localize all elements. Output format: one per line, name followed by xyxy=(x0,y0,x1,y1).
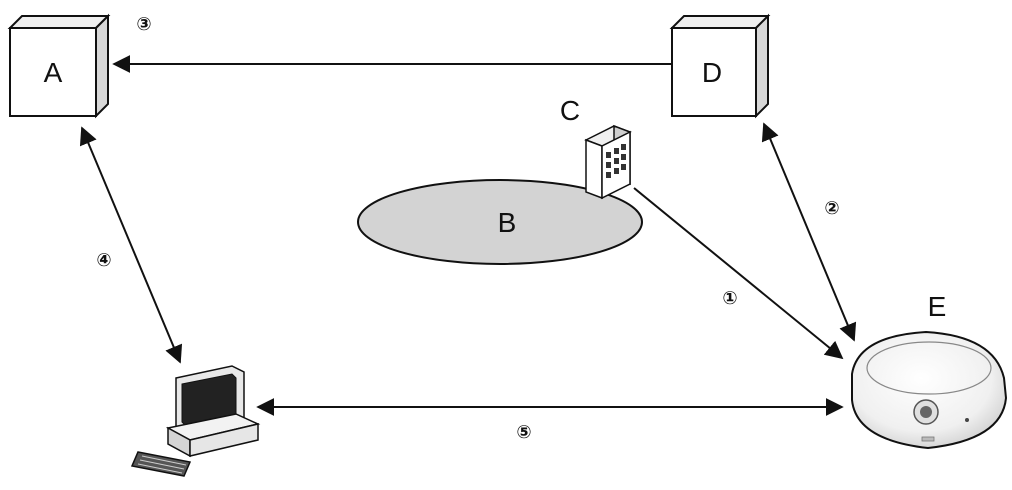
step-label-1: ① xyxy=(722,288,737,308)
label-e: E xyxy=(928,291,947,322)
dome-camera-icon: E xyxy=(851,291,1008,450)
network-ellipse-b: B xyxy=(357,179,643,265)
arrow-d-e xyxy=(761,122,857,342)
box-d: D xyxy=(669,13,771,119)
arrow-a-computer xyxy=(79,126,183,364)
label-b: B xyxy=(498,207,517,238)
step-label-2: ② xyxy=(824,198,839,218)
arrow-c-to-e xyxy=(633,187,844,360)
label-c: C xyxy=(560,95,580,126)
step-label-4: ④ xyxy=(96,250,111,270)
computer-icon xyxy=(130,365,261,477)
step-label-3: ③ xyxy=(136,14,151,34)
step-label-5: ⑤ xyxy=(516,422,531,442)
label-d: D xyxy=(702,57,722,88)
building-icon: C xyxy=(560,95,632,200)
box-a: A xyxy=(7,13,111,119)
label-a: A xyxy=(44,57,63,88)
